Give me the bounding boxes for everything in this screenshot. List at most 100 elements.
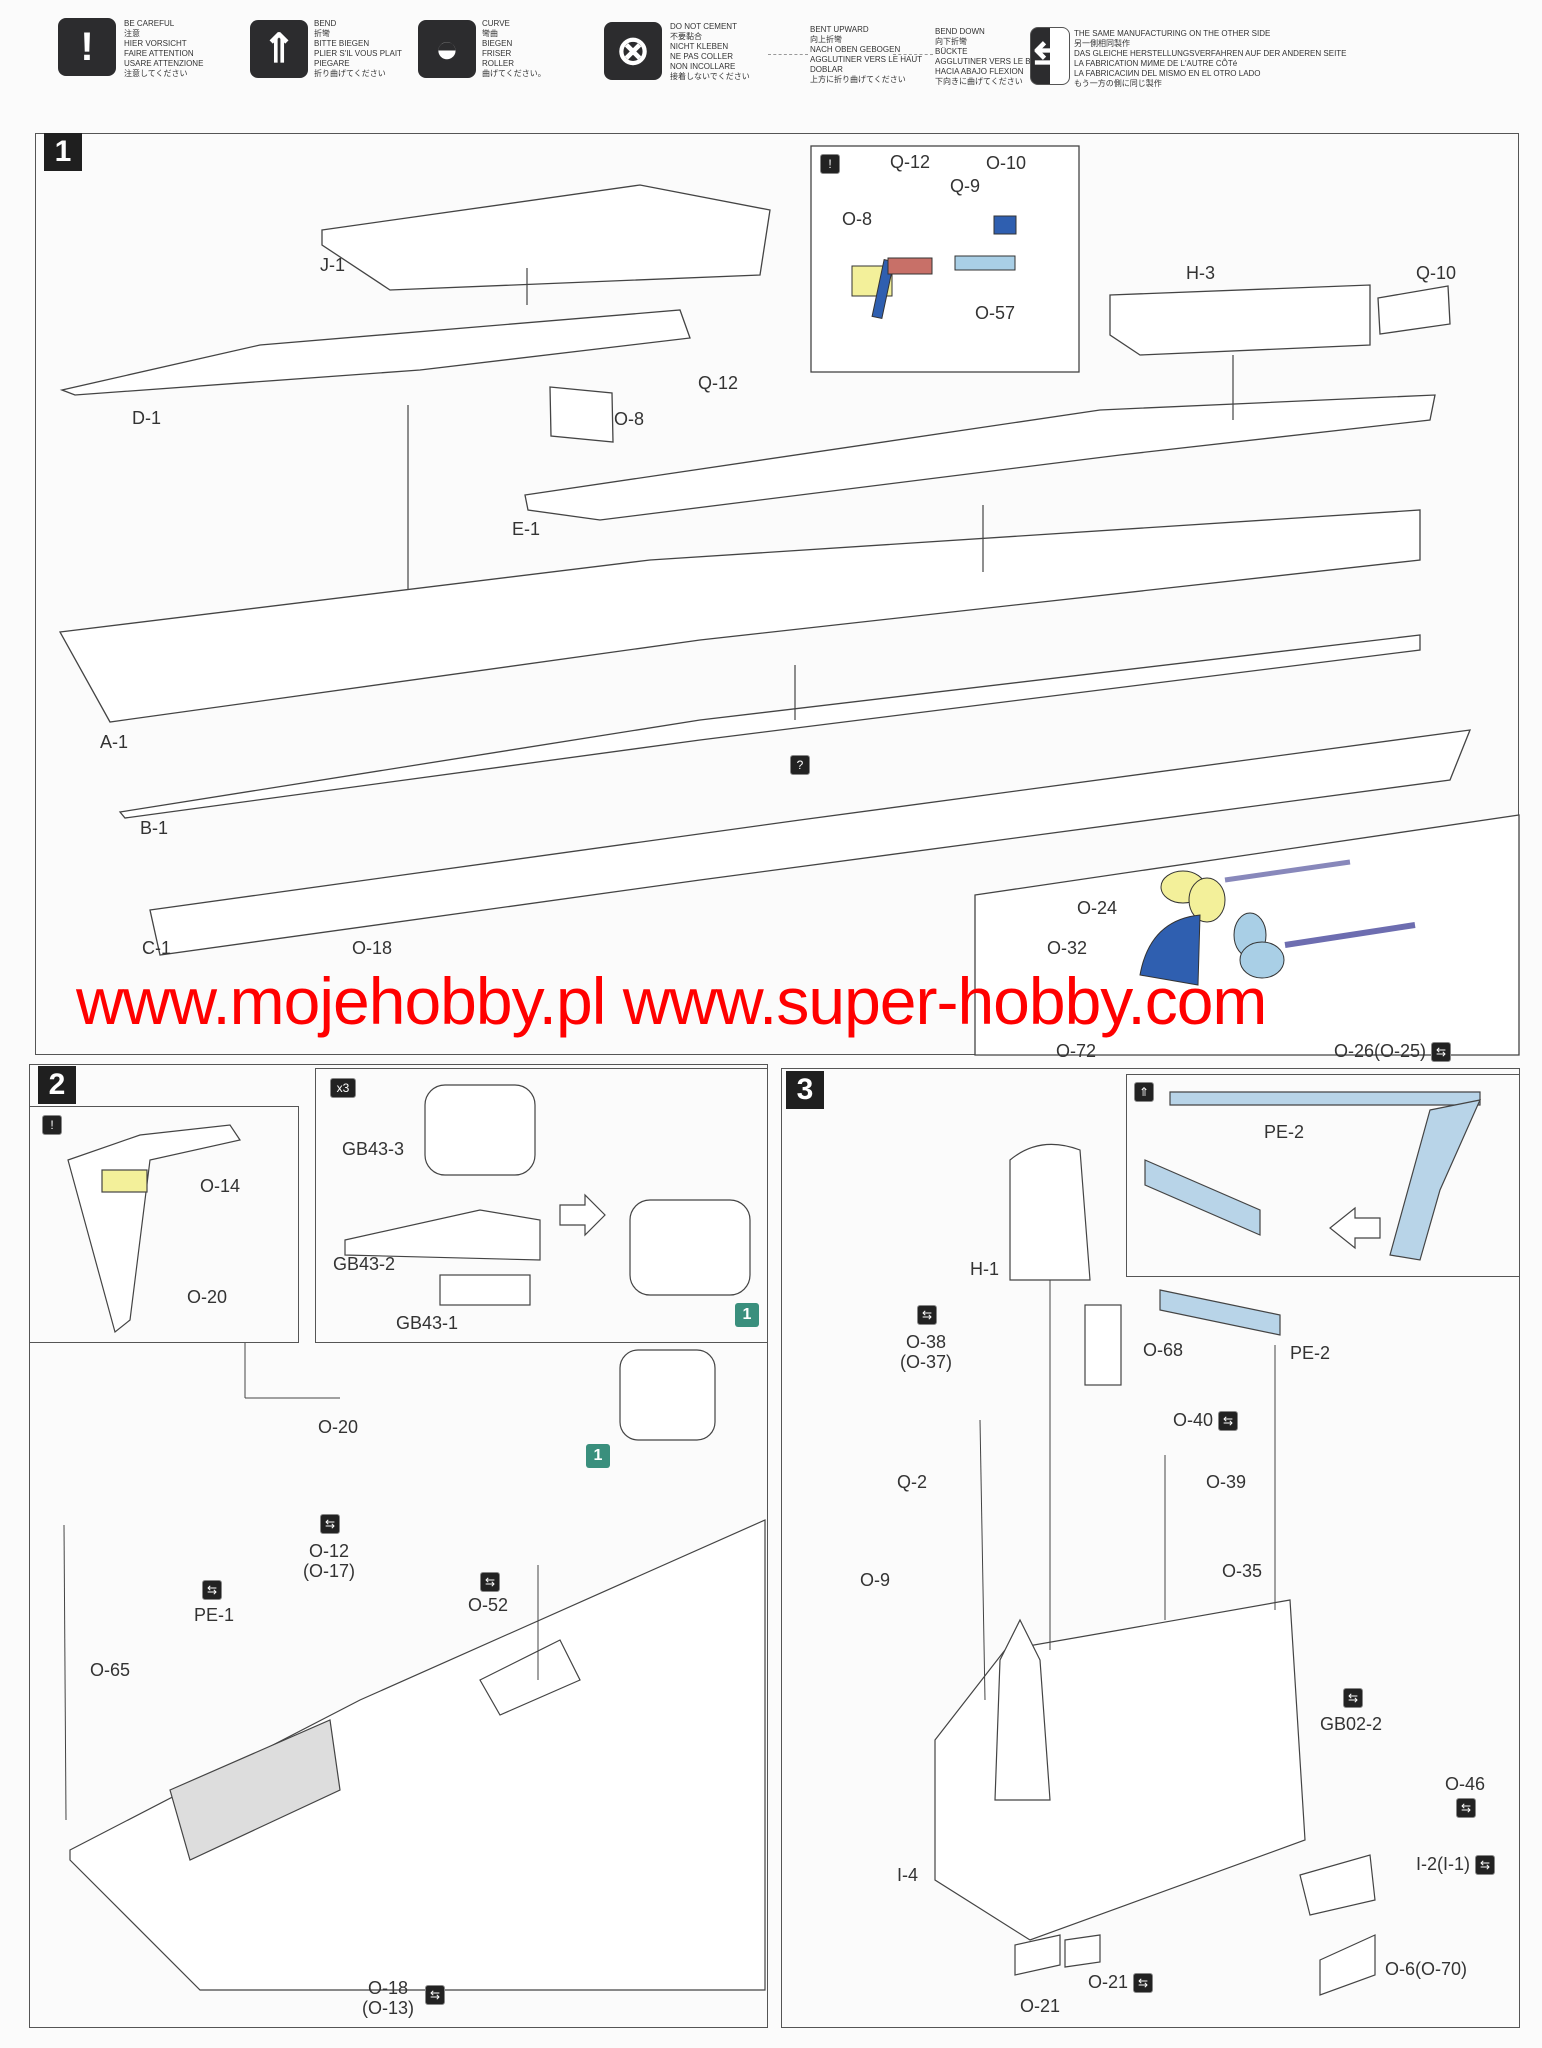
label-o6-o70: O-6(O-70)	[1385, 1959, 1468, 1979]
part-o6	[1319, 1934, 1376, 1996]
part-o21b	[1064, 1934, 1101, 1968]
watermark: www.mojehobby.pl www.super-hobby.com	[76, 964, 1267, 1038]
step-3-panel	[781, 1068, 1520, 2028]
exclamation-icon: !	[42, 1115, 62, 1135]
label-pe2: PE-2	[1290, 1343, 1331, 1363]
label-o46: O-46	[1445, 1774, 1486, 1794]
label-o8: O-8	[614, 409, 645, 429]
label-q2: Q-2	[897, 1472, 928, 1492]
inset-label-q12: Q-12	[890, 152, 931, 172]
label-b1: B-1	[140, 818, 169, 838]
label-o24: O-24	[1077, 898, 1118, 918]
multiplier-badge: x3	[330, 1078, 356, 1098]
label-o9: O-9	[860, 1570, 891, 1590]
mirror-side-icon: ⇆	[1133, 1973, 1154, 1994]
mirror-side-icon: ⇆	[1218, 1411, 1239, 1432]
arrow-right	[559, 1193, 606, 1237]
inset-label-q9: Q-9	[950, 176, 981, 196]
inset-label-o8: O-8	[842, 209, 873, 229]
label-o18: O-18	[352, 938, 393, 958]
question-icon: ?	[790, 755, 810, 775]
mirror-side-icon: ⇆	[480, 1572, 500, 1592]
label-o35: O-35	[1222, 1561, 1263, 1581]
mirror-side-icon: ⇆	[202, 1580, 222, 1600]
step-2-inset-left	[29, 1106, 299, 1343]
label-pe2-inset: PE-2	[1264, 1122, 1305, 1142]
part-pe2	[1159, 1289, 1281, 1336]
label-gb43-1: GB43-1	[396, 1313, 459, 1333]
part-o21a	[1014, 1934, 1061, 1976]
label-o68: O-68	[1143, 1340, 1184, 1360]
step-2-panel	[29, 1064, 768, 2028]
label-gb43-3: GB43-3	[342, 1139, 405, 1159]
label-gb02-2: GB02-2	[1320, 1714, 1383, 1734]
do-not-cement-icon: ⊗	[604, 22, 662, 80]
label-i4: I-4	[897, 1865, 919, 1885]
mirror-side-icon: ⇆	[1343, 1688, 1363, 1708]
label-a1: A-1	[100, 732, 129, 752]
part-i2-wing	[1299, 1854, 1376, 1916]
label-d1: D-1	[132, 408, 162, 428]
part-o8-plate	[549, 386, 614, 443]
part-o14	[101, 1169, 148, 1193]
propeller-parts	[1139, 859, 1416, 986]
part-pe2-side	[1389, 1099, 1482, 1261]
label-o12: O-12 (O-17)	[303, 1541, 356, 1581]
legend-be-careful: BE CAREFUL 注意 HIER VORSICHT FAIRE ATTENT…	[124, 19, 204, 78]
label-i2: I-2(I-1) ⇆	[1416, 1854, 1496, 1876]
label-i2-text: I-2(I-1)	[1416, 1854, 1470, 1874]
turret-on-deck	[619, 1349, 716, 1441]
part-a1-hull	[58, 509, 1421, 723]
label-e1: E-1	[512, 519, 541, 539]
part-gb43-1-base	[439, 1274, 531, 1306]
step-1-panel	[35, 133, 1519, 1055]
part-o68	[1084, 1304, 1122, 1386]
label-j1: J-1	[320, 255, 346, 275]
label-q12: Q-12	[698, 373, 739, 393]
bend-icon: ⇑	[250, 20, 308, 78]
forward-hull	[69, 1519, 766, 1991]
part-gb43-3-turret	[424, 1084, 536, 1176]
step-reference-badge: 1	[735, 1303, 759, 1327]
mirror-side-icon: ⇆	[917, 1305, 937, 1325]
label-o18-o13: O-18 (O-13)	[362, 1978, 415, 2018]
step-3-number: 3	[786, 1071, 824, 1109]
inset-label-o57: O-57	[975, 303, 1016, 323]
bent-upward-line	[768, 54, 808, 55]
exclamation-icon: !	[820, 154, 840, 174]
label-o52: O-52	[468, 1595, 509, 1615]
label-o21-text: O-21	[1088, 1972, 1129, 1992]
curve-icon: ◒	[418, 20, 476, 78]
label-q10: Q-10	[1416, 263, 1457, 283]
assembled-turret	[629, 1199, 751, 1296]
anchor-chain-deck	[169, 1719, 341, 1861]
label-o20-assembly: O-20	[318, 1417, 359, 1437]
label-o40-text: O-40	[1173, 1410, 1214, 1430]
label-o38-o37: O-38 (O-37)	[900, 1332, 953, 1372]
label-o40: O-40 ⇆	[1173, 1410, 1239, 1432]
part-h3-structure	[1109, 284, 1371, 356]
bend-down-line	[893, 54, 933, 55]
part-c1-keel	[149, 729, 1472, 956]
label-pe1: PE-1	[194, 1605, 235, 1625]
part-pe2-bent	[1144, 1159, 1261, 1236]
turret-ring	[479, 1639, 581, 1716]
legend-bend-down: BEND DOWN 向下折彎 BÜCKTE AGGLUTINER VERS LE…	[935, 27, 1041, 86]
part-h1-funnel	[1009, 1143, 1091, 1281]
label-o39: O-39	[1206, 1472, 1247, 1492]
label-o65: O-65	[90, 1660, 131, 1680]
inset-colored-parts	[851, 215, 1017, 319]
mirror-side-icon: ⇆	[1456, 1798, 1476, 1818]
mirror-side-icon: ⇆	[1431, 1042, 1452, 1063]
part-q10-plate	[1377, 285, 1451, 335]
mirror-side-icon: ⇆	[1030, 27, 1070, 85]
label-o72: O-72	[1056, 1041, 1097, 1061]
mirror-side-icon: ⇆	[425, 1985, 445, 2005]
part-j1-bridge	[321, 184, 771, 291]
label-o26: O-26(O-25) ⇆	[1334, 1041, 1452, 1063]
label-o21-left: O-21	[1020, 1996, 1061, 2016]
mirror-side-icon: ⇆	[320, 1514, 340, 1534]
label-o21-right: O-21 ⇆	[1088, 1972, 1154, 1994]
label-c1: C-1	[142, 938, 172, 958]
